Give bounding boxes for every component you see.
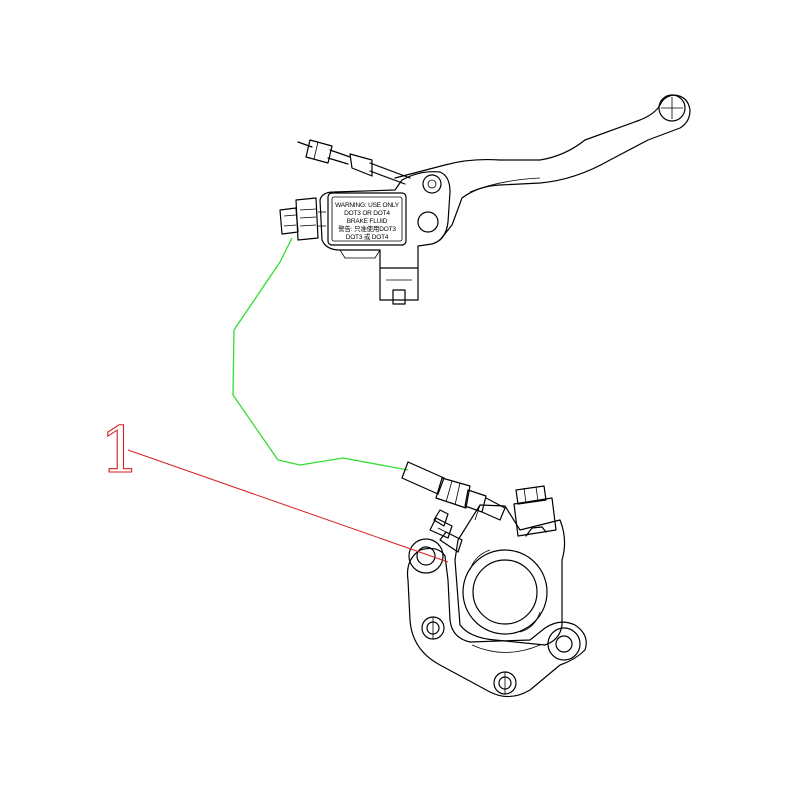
- bleeder-valve: [429, 509, 463, 553]
- reservoir-warning-line-3: BRAKE FLUID: [347, 218, 388, 225]
- master-cylinder-body: WARNING: USE ONLY DOT3 OR DOT4 BRAKE FLU…: [319, 171, 451, 305]
- reservoir-warning-line-1: WARNING: USE ONLY: [335, 202, 400, 209]
- reservoir-warning-line-2: DOT3 OR DOT4: [344, 210, 390, 217]
- part-callout-1: 1: [99, 413, 449, 563]
- brake-switch-wire: [297, 139, 411, 185]
- caliper-hose-fitting: [401, 461, 506, 521]
- caliper-body: [454, 504, 566, 646]
- reservoir-warning-line-4: 警告: 只准使用DOT3: [338, 224, 396, 233]
- brake-hose: [232, 237, 409, 471]
- caliper-banjo-bolt: [513, 485, 557, 537]
- master-cylinder-assembly: WARNING: USE ONLY DOT3 OR DOT4 BRAKE FLU…: [279, 94, 691, 305]
- brake-lever: [394, 94, 691, 241]
- callout-leader-line: [127, 449, 449, 563]
- master-banjo-bolt: [279, 197, 326, 241]
- reservoir-cap: [327, 192, 407, 246]
- callout-number: 1: [100, 414, 141, 488]
- brake-caliper-assembly: [401, 461, 587, 698]
- reservoir-warning-line-5: DOT3 或 DOT4: [346, 232, 389, 241]
- caliper-bracket: [406, 538, 587, 698]
